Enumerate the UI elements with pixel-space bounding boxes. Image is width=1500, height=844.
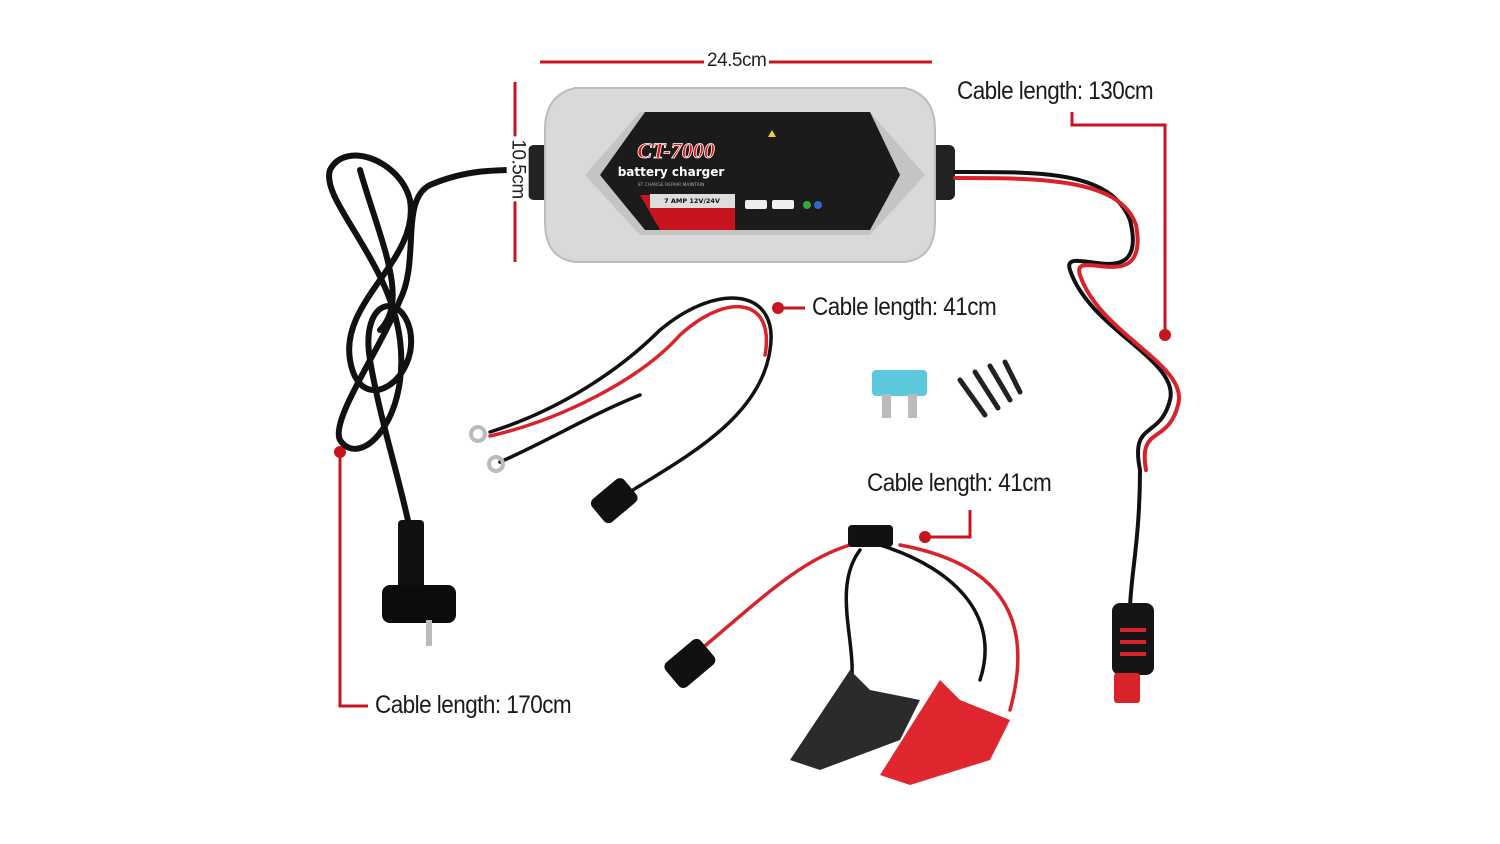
charger-subtitle-text: ST CHARGE REPAIR MAINTAIN bbox=[638, 182, 705, 188]
screws-icon bbox=[957, 359, 1023, 418]
charger-body bbox=[528, 87, 955, 263]
fuse-icon bbox=[872, 370, 927, 418]
charger-model-text: CT-7000 bbox=[637, 138, 714, 163]
ring-terminal-cable bbox=[488, 296, 773, 497]
power-plug bbox=[382, 520, 456, 646]
black-clamp bbox=[790, 670, 920, 770]
ring-terminal-icon bbox=[469, 425, 487, 443]
callout-dots bbox=[334, 302, 1171, 543]
clamp-cable-callout: Cable length: 41cm bbox=[867, 469, 1052, 497]
height-dimension-label: 10.5cm bbox=[506, 136, 529, 202]
ring-terminal-icon bbox=[487, 455, 505, 473]
charger-name-text: battery charger bbox=[618, 165, 725, 179]
clamp-cable bbox=[698, 543, 1020, 712]
inline-fuse-holder bbox=[848, 525, 893, 547]
width-dimension-label: 24.5cm bbox=[704, 50, 770, 72]
red-clamp bbox=[880, 680, 1010, 785]
ring-terminal-cable-callout: Cable length: 41cm bbox=[812, 293, 997, 321]
charger-rating-text: 7 AMP 12V/24V bbox=[664, 197, 720, 205]
power-cable-callout: Cable length: 170cm bbox=[375, 691, 572, 719]
output-connector bbox=[1112, 603, 1154, 703]
sae-connector bbox=[590, 478, 638, 524]
output-cable bbox=[953, 169, 1182, 612]
sae-connector bbox=[664, 638, 716, 688]
output-cable-callout: Cable length: 130cm bbox=[957, 77, 1154, 105]
power-cable bbox=[326, 152, 548, 533]
